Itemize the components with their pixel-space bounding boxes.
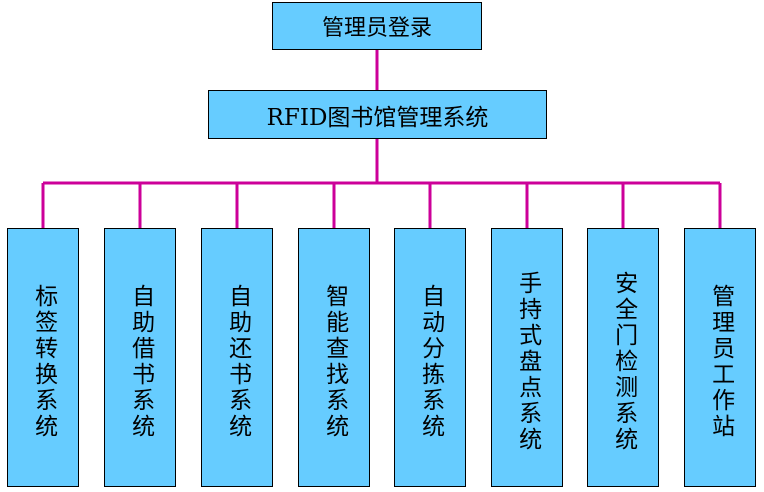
rfid-library-system-node: RFID图书馆管理系统	[208, 90, 547, 139]
subsystem-node-auto-sorting: 自动分拣系统	[394, 228, 466, 487]
subsystem-node-admin-workstation: 管理员工作站	[684, 228, 756, 487]
subsystem-label: 管理员工作站	[707, 283, 734, 440]
rfid-library-system-label: RFID图书馆管理系统	[266, 104, 489, 131]
subsystem-label: 自助借书系统	[127, 283, 154, 440]
subsystem-node-self-checkout: 自助借书系统	[104, 228, 176, 487]
admin-login-label: 管理员登录	[321, 16, 432, 41]
subsystem-label: 标签转换系统	[30, 283, 57, 440]
subsystem-label: 自助还书系统	[224, 283, 251, 440]
subsystem-node-handheld-inventory: 手持式盘点系统	[491, 228, 563, 487]
subsystem-label: 手持式盘点系统	[514, 270, 541, 453]
subsystem-label: 自动分拣系统	[417, 283, 444, 440]
subsystem-label: 安全门检测系统	[610, 270, 637, 453]
subsystem-node-smart-search: 智能查找系统	[298, 228, 370, 487]
subsystem-node-self-return: 自助还书系统	[201, 228, 273, 487]
subsystem-node-tag-conversion: 标签转换系统	[7, 228, 79, 487]
admin-login-node: 管理员登录	[272, 2, 482, 50]
subsystem-node-security-gate: 安全门检测系统	[587, 228, 659, 487]
subsystem-label: 智能查找系统	[321, 283, 348, 440]
